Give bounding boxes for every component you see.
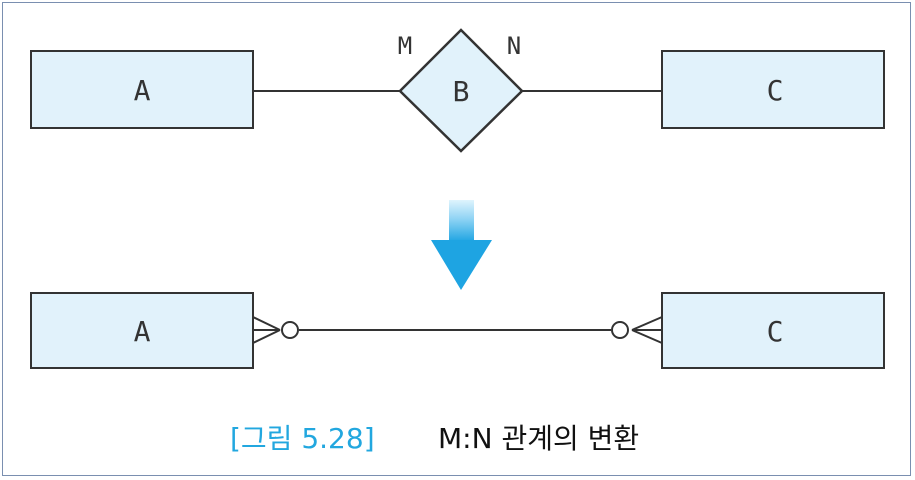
figure-number: [그림 5.28] xyxy=(230,422,375,455)
relationship-b-label: B xyxy=(453,75,470,108)
top-entity-c: C xyxy=(661,50,885,129)
crows-foot-right-icon xyxy=(611,316,663,344)
top-entity-c-label: C xyxy=(767,74,784,107)
bottom-entity-a: A xyxy=(30,292,254,369)
relationship-b: B xyxy=(398,28,524,153)
bottom-entity-c: C xyxy=(661,292,885,369)
top-entity-a: A xyxy=(30,50,254,129)
bottom-entity-a-label: A xyxy=(134,315,151,348)
down-arrow-icon xyxy=(431,200,492,290)
bottom-entity-c-label: C xyxy=(767,315,784,348)
cardinality-m: M xyxy=(398,32,412,60)
top-entity-a-label: A xyxy=(134,74,151,107)
figure-caption: M:N 관계의 변환 xyxy=(438,422,639,455)
crows-foot-left-icon xyxy=(252,316,299,344)
cardinality-n: N xyxy=(507,32,521,60)
